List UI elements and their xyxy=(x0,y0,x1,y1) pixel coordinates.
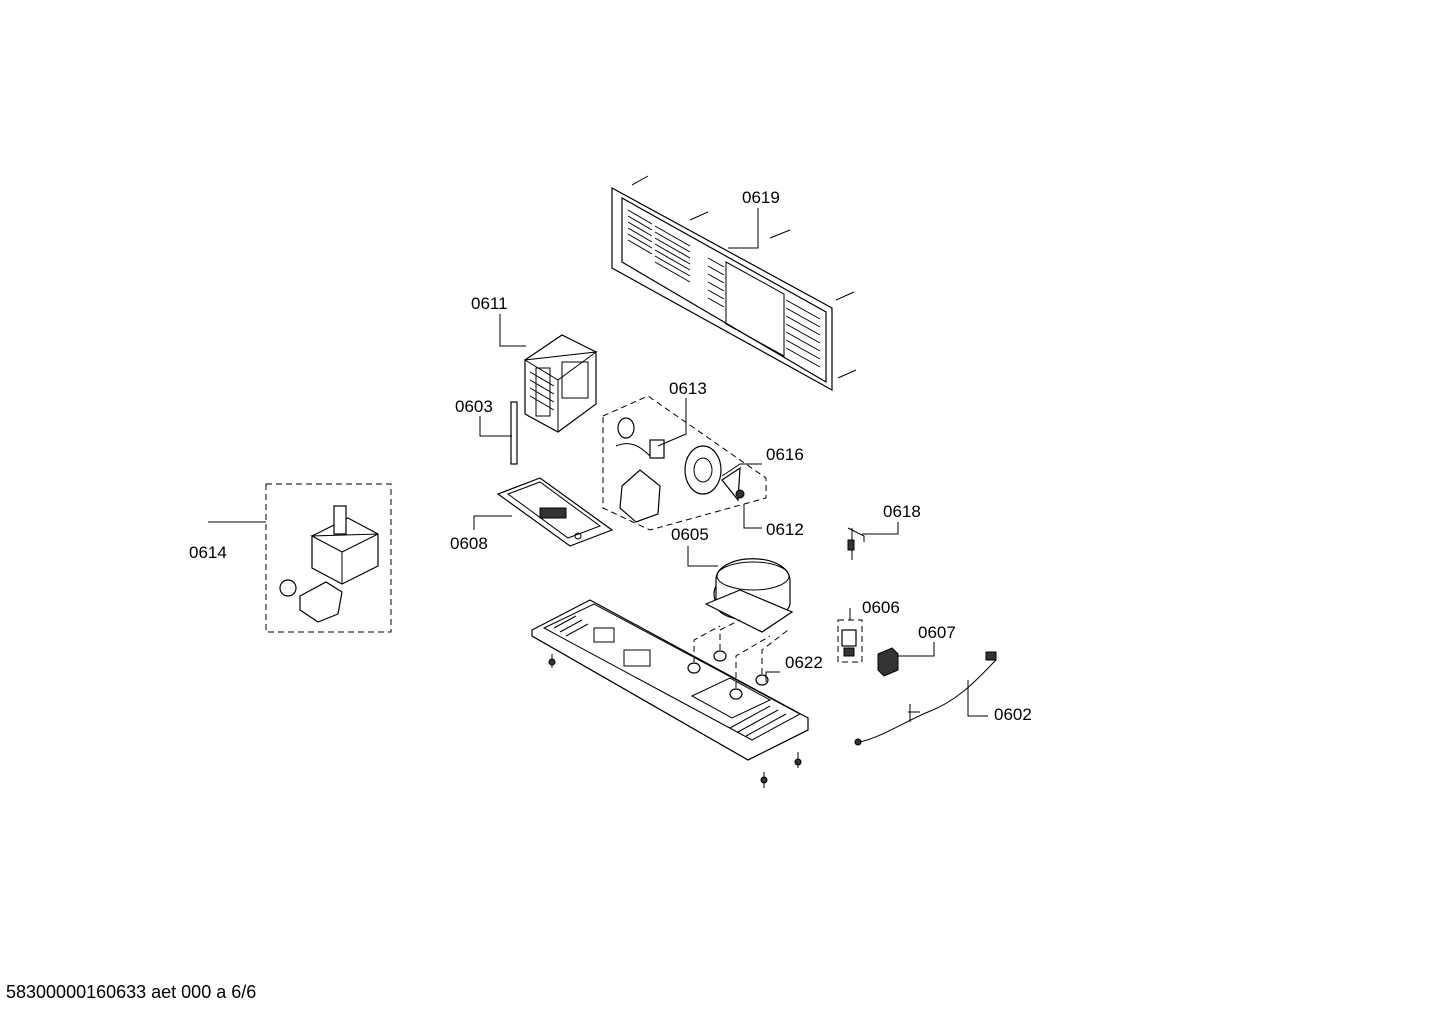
starter-relay xyxy=(837,619,863,663)
power-cord xyxy=(854,651,997,746)
document-reference: 58300000160633 aet 000 a 6/6 xyxy=(6,982,257,1002)
capacitor-block xyxy=(877,647,899,677)
callout-0622: 0622 xyxy=(785,653,823,672)
callout-0608: 0608 xyxy=(450,534,488,553)
callout-0602: 0602 xyxy=(994,705,1032,724)
callout-0607: 0607 xyxy=(918,623,956,642)
fan-assembly-group xyxy=(602,395,767,531)
callout-0606: 0606 xyxy=(862,598,900,617)
drip-tray xyxy=(496,477,614,547)
callout-0605: 0605 xyxy=(671,525,709,544)
callout-0619: 0619 xyxy=(742,188,780,207)
leader-lines xyxy=(208,208,988,717)
callout-0618: 0618 xyxy=(883,502,921,521)
condenser-coil xyxy=(523,334,598,433)
sensor-rod xyxy=(510,401,518,465)
callout-0613: 0613 xyxy=(669,379,707,398)
water-valve-group xyxy=(265,483,392,633)
callout-0612: 0612 xyxy=(766,520,804,539)
small-bracket xyxy=(847,527,865,560)
base-plate xyxy=(531,599,809,788)
callout-0614: 0614 xyxy=(189,543,227,562)
callout-0616: 0616 xyxy=(766,445,804,464)
callout-0611: 0611 xyxy=(471,294,508,313)
rear-cover-panel xyxy=(611,175,857,392)
callout-0603: 0603 xyxy=(455,397,493,416)
compressor xyxy=(704,558,794,633)
